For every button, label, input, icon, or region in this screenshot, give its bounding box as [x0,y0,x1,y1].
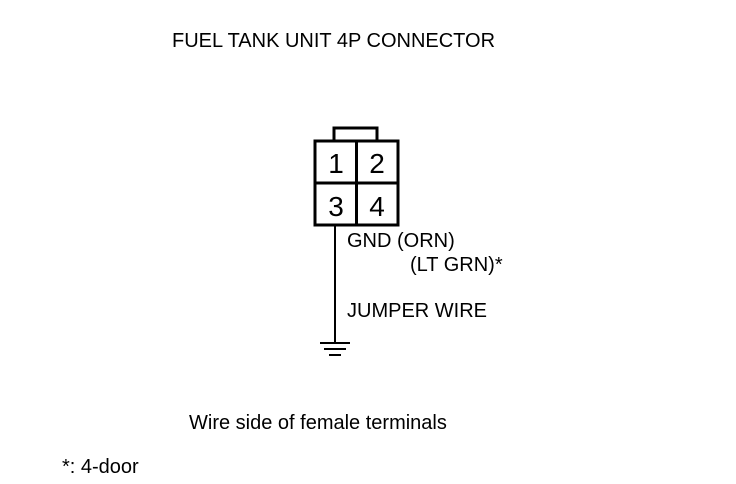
wire-label-gnd: GND (ORN) [347,230,455,252]
pin-3-label: 3 [328,191,344,222]
pin-4-label: 4 [369,191,385,222]
pin-1-label: 1 [328,148,344,179]
pin-2-label: 2 [369,148,385,179]
ground-symbol [320,342,350,356]
wire-label-alt-color: (LT GRN)* [410,254,503,276]
view-caption: Wire side of female terminals [189,412,447,434]
jumper-wire-label: JUMPER WIRE [347,300,487,322]
diagram-title: FUEL TANK UNIT 4P CONNECTOR [172,30,496,52]
footnote: *: 4-door [62,456,139,478]
connector-lock-tab [332,126,379,143]
